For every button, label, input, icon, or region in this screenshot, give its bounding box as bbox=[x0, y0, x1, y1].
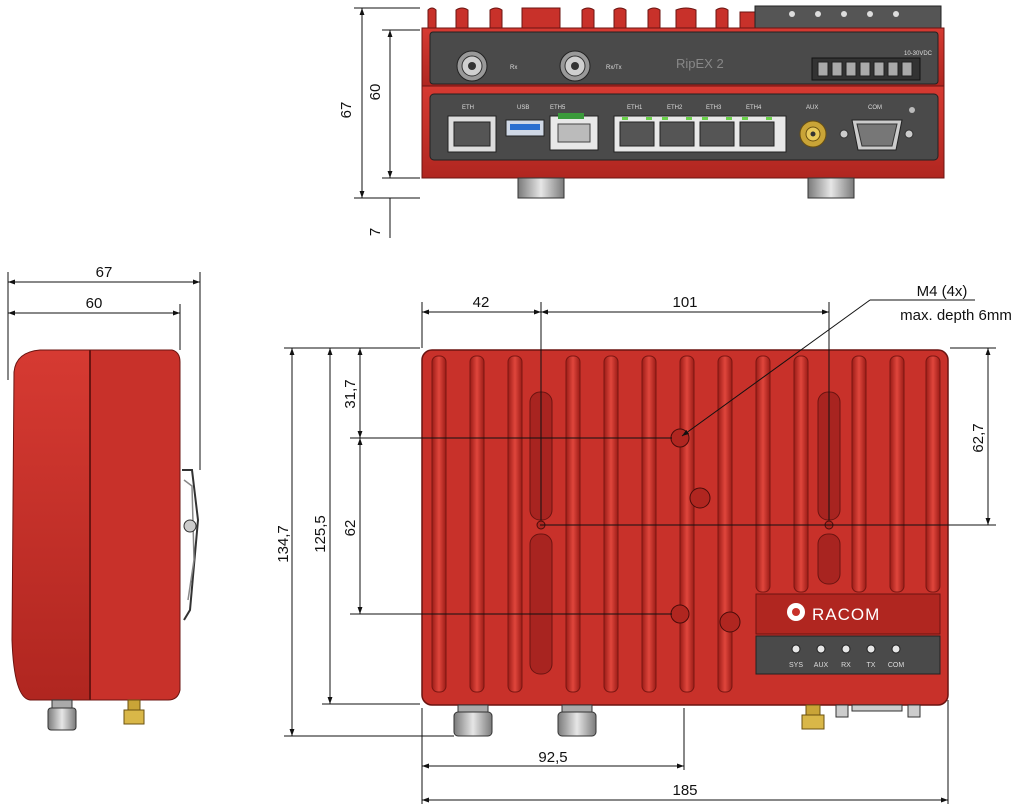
eth1-label: ETH1 bbox=[627, 105, 643, 111]
rx-connector-icon bbox=[456, 50, 488, 82]
heatsink-fin bbox=[679, 355, 695, 693]
led-rx-label: RX bbox=[841, 662, 851, 669]
eth5-port-icon bbox=[549, 113, 599, 151]
usb-label: USB bbox=[517, 105, 529, 111]
top-view: RACOM SYS AUX RX TX COM 42 101 bbox=[275, 283, 1012, 804]
callout-thread: M4 (4x) bbox=[917, 283, 968, 300]
led-aux-icon bbox=[816, 644, 826, 654]
dim-side-width-body: 60 bbox=[86, 295, 103, 312]
top-n-connector-2-icon bbox=[557, 704, 597, 737]
aux-label: AUX bbox=[806, 105, 818, 111]
led-sys-icon bbox=[791, 644, 801, 654]
com-label: COM bbox=[868, 105, 882, 111]
led-indicators: SYS AUX RX TX COM bbox=[789, 644, 905, 669]
rxtx-connector-icon bbox=[559, 50, 591, 82]
eth2-label: ETH2 bbox=[667, 105, 683, 111]
top-sma-connector-icon bbox=[801, 704, 825, 730]
front-view: Rx Rx/Tx RipEX 2 10-30VDC ETH USB ETH5 bbox=[338, 5, 945, 238]
eth5-label: ETH5 bbox=[550, 105, 566, 111]
power-label: 10-30VDC bbox=[904, 51, 933, 57]
top-n-connector-1-icon bbox=[453, 704, 493, 737]
dim-height-total: 134,7 bbox=[275, 525, 292, 563]
dim-width-total: 185 bbox=[672, 782, 697, 799]
eth-label: ETH bbox=[462, 105, 474, 111]
led-rx-icon bbox=[841, 644, 851, 654]
rxtx-label: Rx/Tx bbox=[606, 65, 622, 71]
power-terminal-icon bbox=[811, 57, 921, 81]
heatsink-fins bbox=[431, 355, 941, 693]
dim-front-height-body: 60 bbox=[367, 84, 384, 101]
side-view: 67 60 bbox=[7, 264, 201, 731]
front-logo: RipEX 2 bbox=[676, 56, 724, 71]
dim-side-width-total: 67 bbox=[96, 264, 113, 281]
side-n-connector-icon bbox=[47, 699, 77, 731]
usb-port-icon bbox=[505, 119, 545, 137]
led-aux-label: AUX bbox=[814, 662, 829, 669]
heatsink-fin bbox=[603, 355, 619, 693]
led-tx-label: TX bbox=[867, 662, 876, 669]
heatsink-fin bbox=[755, 355, 771, 593]
eth3-label: ETH3 bbox=[706, 105, 722, 111]
dim-left-offset: 42 bbox=[473, 294, 490, 311]
heatsink-fin bbox=[793, 355, 809, 593]
heatsink-fin bbox=[889, 355, 905, 593]
heatsink-fin bbox=[565, 355, 581, 693]
led-sys-label: SYS bbox=[789, 662, 803, 669]
racom-logo-icon bbox=[787, 603, 805, 621]
com-db9-connector-icon bbox=[839, 119, 914, 151]
dim-connector-offset: 92,5 bbox=[538, 749, 567, 766]
dim-height-body: 125,5 bbox=[312, 515, 329, 553]
heatsink-fin bbox=[431, 355, 447, 693]
heatsink-fin bbox=[851, 355, 867, 593]
led-tx-icon bbox=[866, 644, 876, 654]
heatsink-fin bbox=[507, 355, 523, 693]
callout-depth: max. depth 6mm bbox=[900, 307, 1012, 324]
aux-sma-connector-icon bbox=[799, 120, 827, 148]
dim-front-foot: 7 bbox=[367, 228, 384, 236]
heatsink-fin bbox=[925, 355, 941, 593]
heatsink-fin bbox=[641, 355, 657, 693]
dim-hole-spacing-x: 101 bbox=[672, 294, 697, 311]
led-com-label: COM bbox=[888, 662, 905, 669]
dim-hole-y-offset: 31,7 bbox=[342, 379, 359, 408]
heatsink-fin bbox=[717, 355, 733, 693]
eth4-label: ETH4 bbox=[746, 105, 762, 111]
led-com-icon bbox=[891, 644, 901, 654]
eth-ports-block-icon bbox=[613, 115, 787, 153]
eth-port-icon bbox=[447, 115, 497, 153]
heatsink-fin bbox=[469, 355, 485, 693]
brand-text: RACOM bbox=[812, 605, 880, 624]
dim-front-height-total: 67 bbox=[338, 102, 355, 119]
dim-right-offset: 62,7 bbox=[970, 423, 987, 452]
rx-label: Rx bbox=[510, 65, 517, 71]
dim-hole-spacing-y: 62 bbox=[342, 520, 359, 537]
side-sma-connector-icon bbox=[123, 699, 145, 725]
